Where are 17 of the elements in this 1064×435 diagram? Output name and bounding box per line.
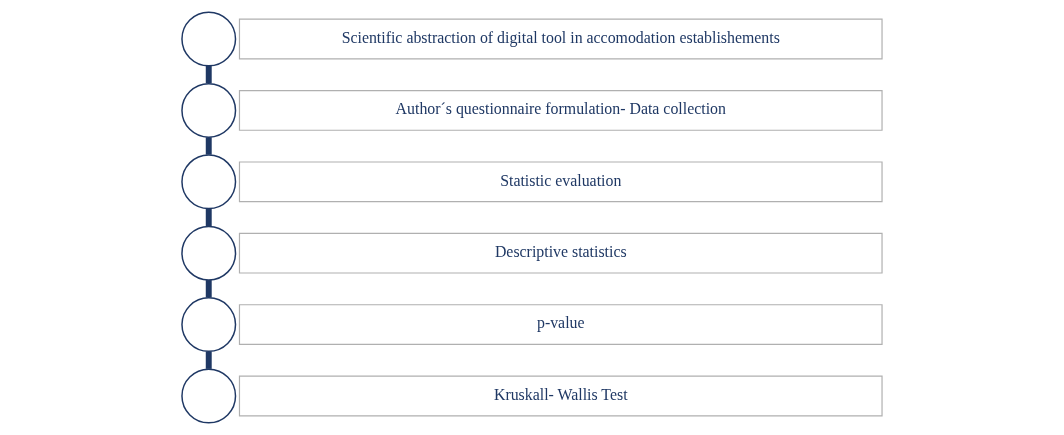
connector — [205, 208, 212, 227]
connector — [205, 351, 212, 369]
connector — [205, 280, 212, 298]
node-circle — [181, 154, 237, 210]
node-box: p-value — [238, 304, 883, 345]
connector — [205, 137, 212, 155]
node-circle — [181, 225, 237, 281]
node-box: Author´s questionnaire formulation- Data collection — [238, 90, 883, 131]
node-box: Statistic evaluation — [238, 161, 883, 203]
node-box: Scientific abstraction of digital tool in accomodation establishements — [238, 18, 883, 60]
node-circle — [181, 297, 237, 353]
connector — [205, 65, 212, 84]
node-circle — [181, 11, 237, 67]
node-box: Kruskall- Wallis Test — [238, 375, 883, 417]
node-circle — [181, 82, 237, 138]
node-circle — [181, 368, 237, 424]
node-box: Descriptive statistics — [238, 232, 883, 274]
